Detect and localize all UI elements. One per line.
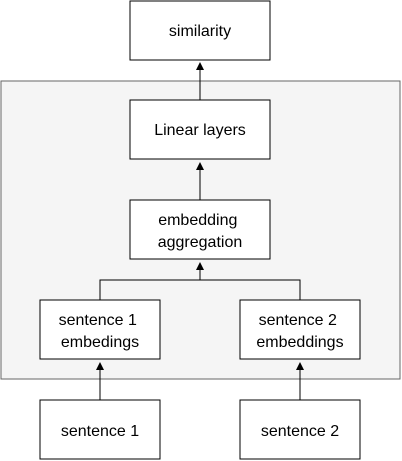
node-sentence2: sentence 2 (239, 399, 361, 460)
node-sentence1-label: sentence 1 (61, 423, 139, 440)
svg-text:sentence 2 embeddings: sentence 2 embeddings (256, 312, 343, 351)
node-sentence2-embeddings-line-2: embeddings (256, 334, 343, 351)
edges (96, 62, 304, 400)
node-similarity: similarity (129, 0, 271, 61)
node-embedding-aggregation: embedding aggregation (129, 199, 271, 260)
node-linear-layers-label: Linear layers (154, 122, 246, 139)
edge-sentence1-embeddings-to-aggregation (99, 262, 204, 300)
node-sentence1: sentence 1 (39, 399, 161, 460)
node-sentence2-embeddings-line-1: sentence 2 (259, 312, 337, 329)
node-embedding-aggregation-line-1: embedding (158, 212, 237, 229)
svg-text:sentence 1: sentence 1 (61, 423, 139, 440)
svg-text:sentence 2: sentence 2 (261, 423, 339, 440)
node-sentence2-embeddings: sentence 2 embeddings (239, 299, 361, 360)
svg-text:similarity: similarity (169, 23, 231, 40)
node-sentence1-embeddings-line-1: sentence 1 (59, 312, 137, 329)
node-sentence1-embeddings-line-2: embedings (61, 334, 139, 351)
svg-text:Linear layers: Linear layers (154, 122, 246, 139)
node-linear-layers: Linear layers (129, 99, 271, 160)
svg-text:sentence 1 embedings: sentence 1 embedings (59, 312, 142, 351)
svg-text:embedding aggregation: embedding aggregation (158, 212, 243, 251)
node-sentence2-label: sentence 2 (261, 423, 339, 440)
node-similarity-label: similarity (169, 23, 231, 40)
node-sentence1-embeddings: sentence 1 embedings (39, 299, 161, 360)
edge-sentence2-embeddings-to-aggregation (200, 279, 301, 300)
node-embedding-aggregation-line-2: aggregation (158, 234, 243, 251)
